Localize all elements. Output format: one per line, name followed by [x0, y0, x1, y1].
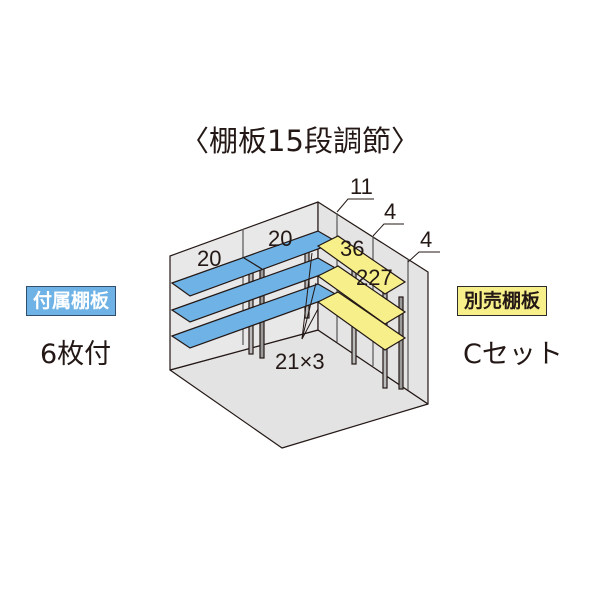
- label-4-b: 4: [420, 227, 432, 252]
- label-shelf-20-a: 20: [197, 246, 221, 271]
- optional-shelves-badge: 別売棚板: [457, 286, 548, 316]
- page-title: 〈棚板15段調節〉: [180, 124, 420, 158]
- blue-shelf-unit: [170, 230, 339, 359]
- label-shelf-20-b: 20: [268, 226, 292, 251]
- label-4-a: 4: [384, 199, 396, 224]
- label-21x3: 21×3: [275, 349, 325, 374]
- label-227: 227: [356, 265, 393, 290]
- label-11: 11: [350, 174, 373, 199]
- included-shelves-count: 6枚付: [40, 339, 112, 370]
- label-36: 36: [340, 236, 364, 261]
- yellow-shelf-unit: [316, 235, 407, 390]
- included-shelves-badge: 付属棚板: [26, 286, 117, 316]
- optional-shelves-set: Cセット: [463, 339, 563, 370]
